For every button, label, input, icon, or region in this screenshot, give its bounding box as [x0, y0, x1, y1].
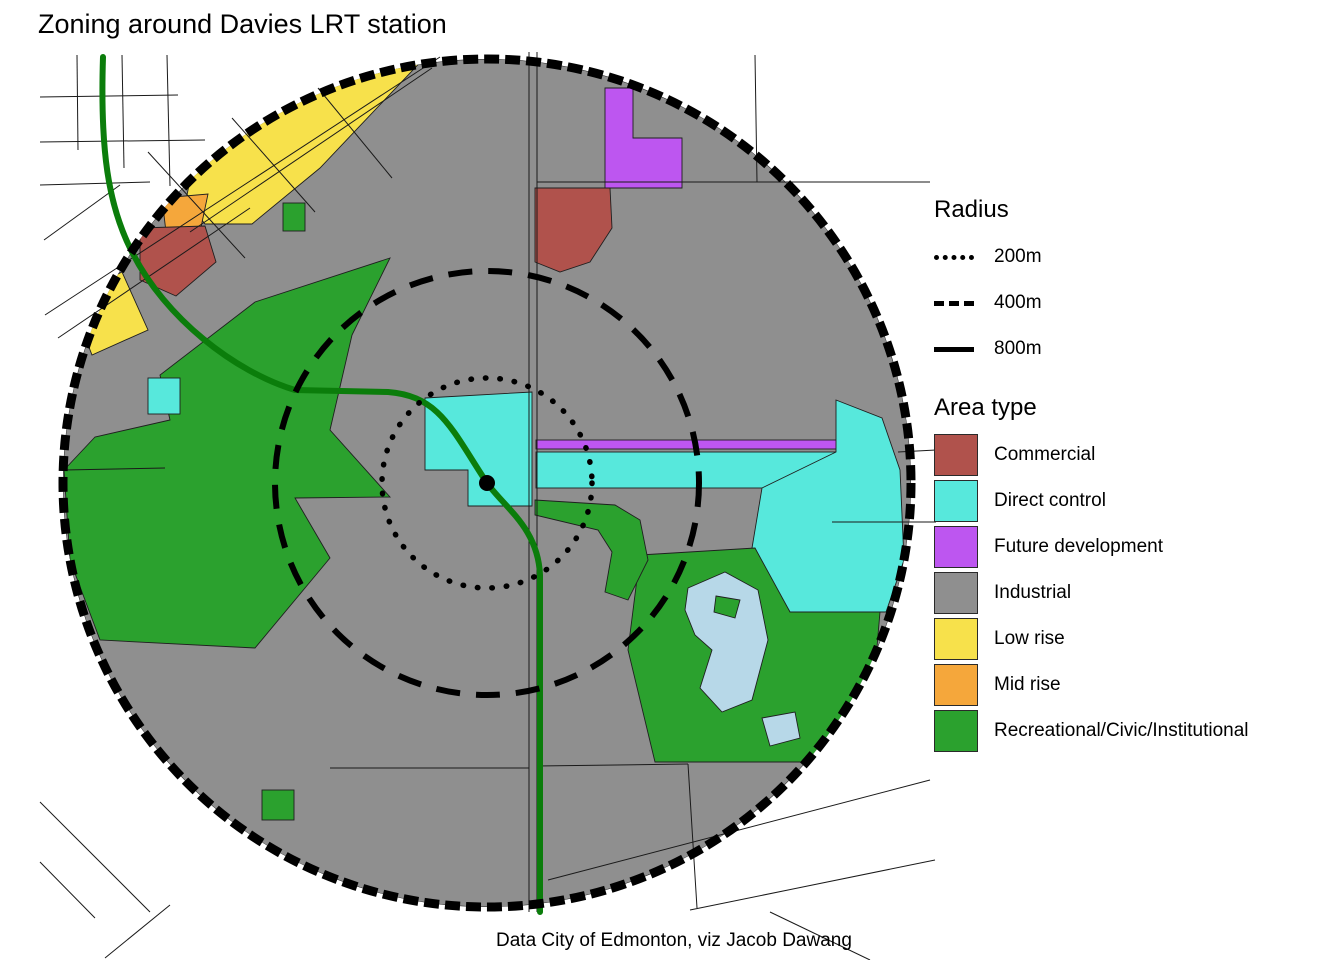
zone-direct-control-small-west [147, 377, 181, 415]
page-title: Zoning around Davies LRT station [38, 9, 447, 39]
ring-200m [379, 375, 595, 591]
ring-400m [272, 268, 702, 698]
area-item-low-rise: Low rise [934, 616, 1334, 662]
low-rise-swatch [934, 618, 978, 660]
future-development-swatch [934, 526, 978, 568]
radius-label: 200m [994, 246, 1042, 267]
zone-water-pond [684, 571, 769, 713]
area-item-recreational: Recreational/Civic/Institutional [934, 708, 1334, 754]
radius-legend-title: Radius [934, 196, 1009, 223]
station-point [479, 475, 495, 491]
solid-line-sample [934, 346, 974, 352]
radius-label: 800m [994, 338, 1042, 359]
area-label: Mid rise [994, 674, 1061, 695]
area-item-commercial: Commercial [934, 432, 1334, 478]
zone-future-dev-strip [535, 439, 839, 450]
radius-item-400m: 400m [934, 280, 1334, 326]
industrial-swatch [934, 572, 978, 614]
zone-pond-island [713, 595, 741, 619]
radius-label: 400m [994, 292, 1042, 313]
recreational-swatch [934, 710, 978, 752]
area-item-future-development: Future development [934, 524, 1334, 570]
area-item-direct-control: Direct control [934, 478, 1334, 524]
area-label: Future development [994, 536, 1163, 557]
dotted-line-sample [934, 254, 974, 260]
radius-item-200m: 200m [934, 234, 1334, 280]
commercial-swatch [934, 434, 978, 476]
area-item-mid-rise: Mid rise [934, 662, 1334, 708]
area-label: Industrial [994, 582, 1072, 603]
caption: Data City of Edmonton, viz Jacob Dawang [496, 930, 852, 951]
zone-commercial-top [534, 187, 613, 273]
ring-800m [58, 54, 916, 912]
area-label: Commercial [994, 444, 1096, 465]
area-label: Low rise [994, 628, 1065, 649]
radius-item-800m: 800m [934, 326, 1334, 372]
zone-water-pond-small [761, 711, 801, 747]
zone-direct-control-station [424, 391, 533, 507]
area-item-industrial: Industrial [934, 570, 1334, 616]
zone-recreational-small-1 [282, 202, 306, 232]
radius-circles [58, 54, 916, 912]
area-legend-title: Area type [934, 394, 1037, 421]
legend: Radius 200m 400m 800m Area type Commerci… [934, 196, 1334, 754]
zone-recreational-connector [534, 499, 649, 601]
mid-rise-swatch [934, 664, 978, 706]
area-label: Direct control [994, 490, 1106, 511]
zone-recreational-small-south [261, 789, 295, 821]
area-label: Recreational/Civic/Institutional [994, 720, 1249, 741]
dashed-line-sample [934, 300, 974, 306]
lrt-line [99, 54, 543, 915]
direct-control-swatch [934, 480, 978, 522]
